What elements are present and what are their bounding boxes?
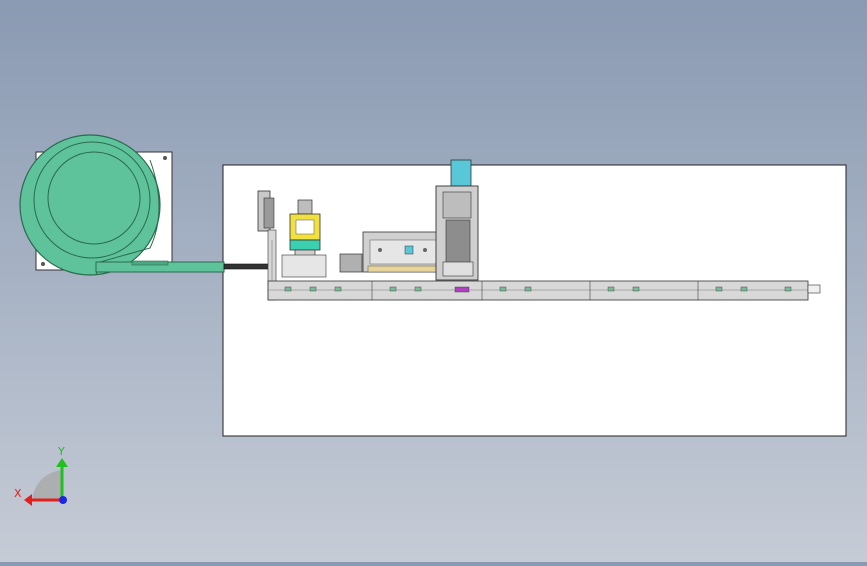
carriage-side-block [339,253,363,273]
press-foot [281,254,327,278]
column-cyan-top [450,159,472,187]
triad-plane [32,470,62,500]
rail-fixtures [284,286,792,292]
carriage-bolt [423,248,427,252]
feed-rail [223,263,273,270]
transfer-rail[interactable] [267,280,821,301]
y-axis-arrow [56,458,68,467]
right-column[interactable] [435,159,479,281]
press-top [297,199,313,215]
bowl-center [47,151,141,245]
y-axis-label: Y [57,445,65,458]
machine-base-plate[interactable] [222,164,847,437]
column-dark-body [445,219,471,265]
bowl-inner-ring [33,141,151,259]
mount-hole [163,156,167,160]
rail-body [267,280,809,301]
carriage-tan-base [367,265,447,273]
carriage-bolt [378,248,382,252]
x-axis-label: X [14,487,22,500]
column-head [442,191,472,219]
z-axis-dot [59,496,67,504]
bowl-spiral-track [95,159,160,276]
post-bracket [263,197,275,229]
column-base [442,261,474,277]
bowl-feeder[interactable] [19,134,273,276]
rail-purple-part [454,286,470,293]
carriage-cyan-part [404,245,414,255]
mount-hole [41,262,45,266]
press-teal-band [289,239,321,251]
press-inner-white [295,219,315,235]
press-module[interactable] [281,199,327,278]
rail-end-cap [807,284,821,294]
coordinate-triad: Y X [14,445,68,506]
middle-carriage[interactable] [339,231,447,273]
track-cover [131,260,169,266]
x-axis-arrow [24,494,32,506]
carriage-inner [369,239,439,265]
